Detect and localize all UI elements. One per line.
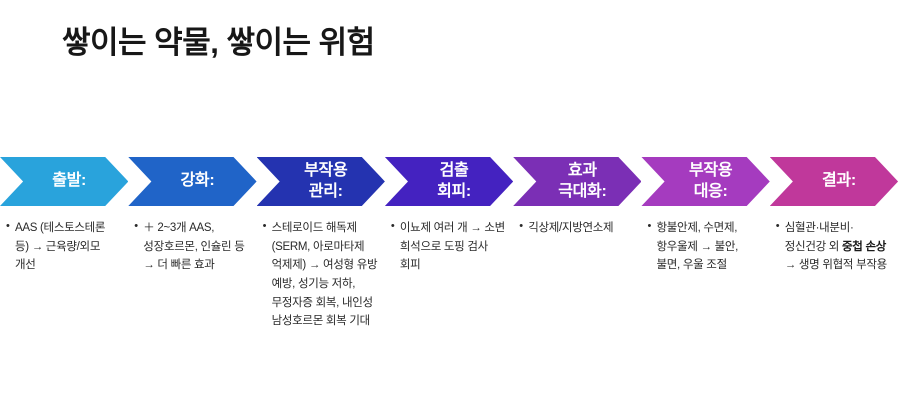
chevron-arrow-shape: [0, 157, 129, 206]
detail-bullet: 스테로이드 해독제 (SERM, 아로마타제 억제제) → 여성형 유방 예방,…: [263, 218, 378, 331]
process-step-7-detail: 심혈관·내분비·정신건강 외 중첩 손상 → 생명 위협적 부작용: [770, 218, 898, 275]
detail-text-pre: 심혈관·내분비·정신건강 외: [784, 222, 854, 253]
process-step-1-chevron[interactable]: 출발:: [0, 157, 129, 206]
page-title: 쌓이는 약물, 쌓이는 위험: [62, 25, 375, 60]
process-step-3-detail: 스테로이드 해독제 (SERM, 아로마타제 억제제) → 여성형 유방 예방,…: [257, 218, 385, 331]
chevron-arrow-shape: [513, 157, 642, 206]
detail-text-emphasis: 중첩 손상: [841, 240, 886, 253]
chevron-arrow-shape: [256, 157, 385, 206]
process-step-6-detail: 항불안제, 수면제, 항우울제 → 불안, 불면, 우울 조절: [641, 218, 769, 275]
chevron-arrow-shape: [641, 157, 770, 206]
process-flow-details: AAS (테스토스테론 등) → 근육량/외모 개선＋ 2~3개 AAS, 성장…: [0, 218, 898, 331]
chevron-arrow-shape: [384, 157, 514, 206]
detail-bullet: 심혈관·내분비·정신건강 외 중첩 손상 → 생명 위협적 부작용: [776, 218, 891, 275]
detail-text-post: → 생명 위협적 부작용: [784, 259, 887, 272]
detail-bullet: 이뇨제 여러 개 → 소변 희석으로 도핑 검사 회피: [391, 218, 506, 275]
detail-bullet: 항불안제, 수면제, 항우울제 → 불안, 불면, 우울 조절: [647, 218, 762, 275]
chevron-arrow-shape: [769, 157, 898, 206]
process-step-4-detail: 이뇨제 여러 개 → 소변 희석으로 도핑 검사 회피: [385, 218, 513, 275]
process-step-2-chevron[interactable]: 강화:: [128, 157, 257, 206]
detail-bullet: 긱상제/지방연소제: [519, 218, 634, 238]
chevron-arrow-shape: [128, 157, 257, 206]
detail-bullet: AAS (테스토스테론 등) → 근육량/외모 개선: [6, 218, 121, 275]
process-step-1-detail: AAS (테스토스테론 등) → 근육량/외모 개선: [0, 218, 128, 275]
process-step-2-detail: ＋ 2~3개 AAS, 성장호르몬, 인슐린 등 → 더 빠른 효과: [128, 218, 256, 275]
process-step-7-chevron[interactable]: 결과:: [769, 157, 898, 206]
detail-bullet: ＋ 2~3개 AAS, 성장호르몬, 인슐린 등 → 더 빠른 효과: [134, 218, 249, 275]
process-step-5-detail: 긱상제/지방연소제: [513, 218, 641, 238]
